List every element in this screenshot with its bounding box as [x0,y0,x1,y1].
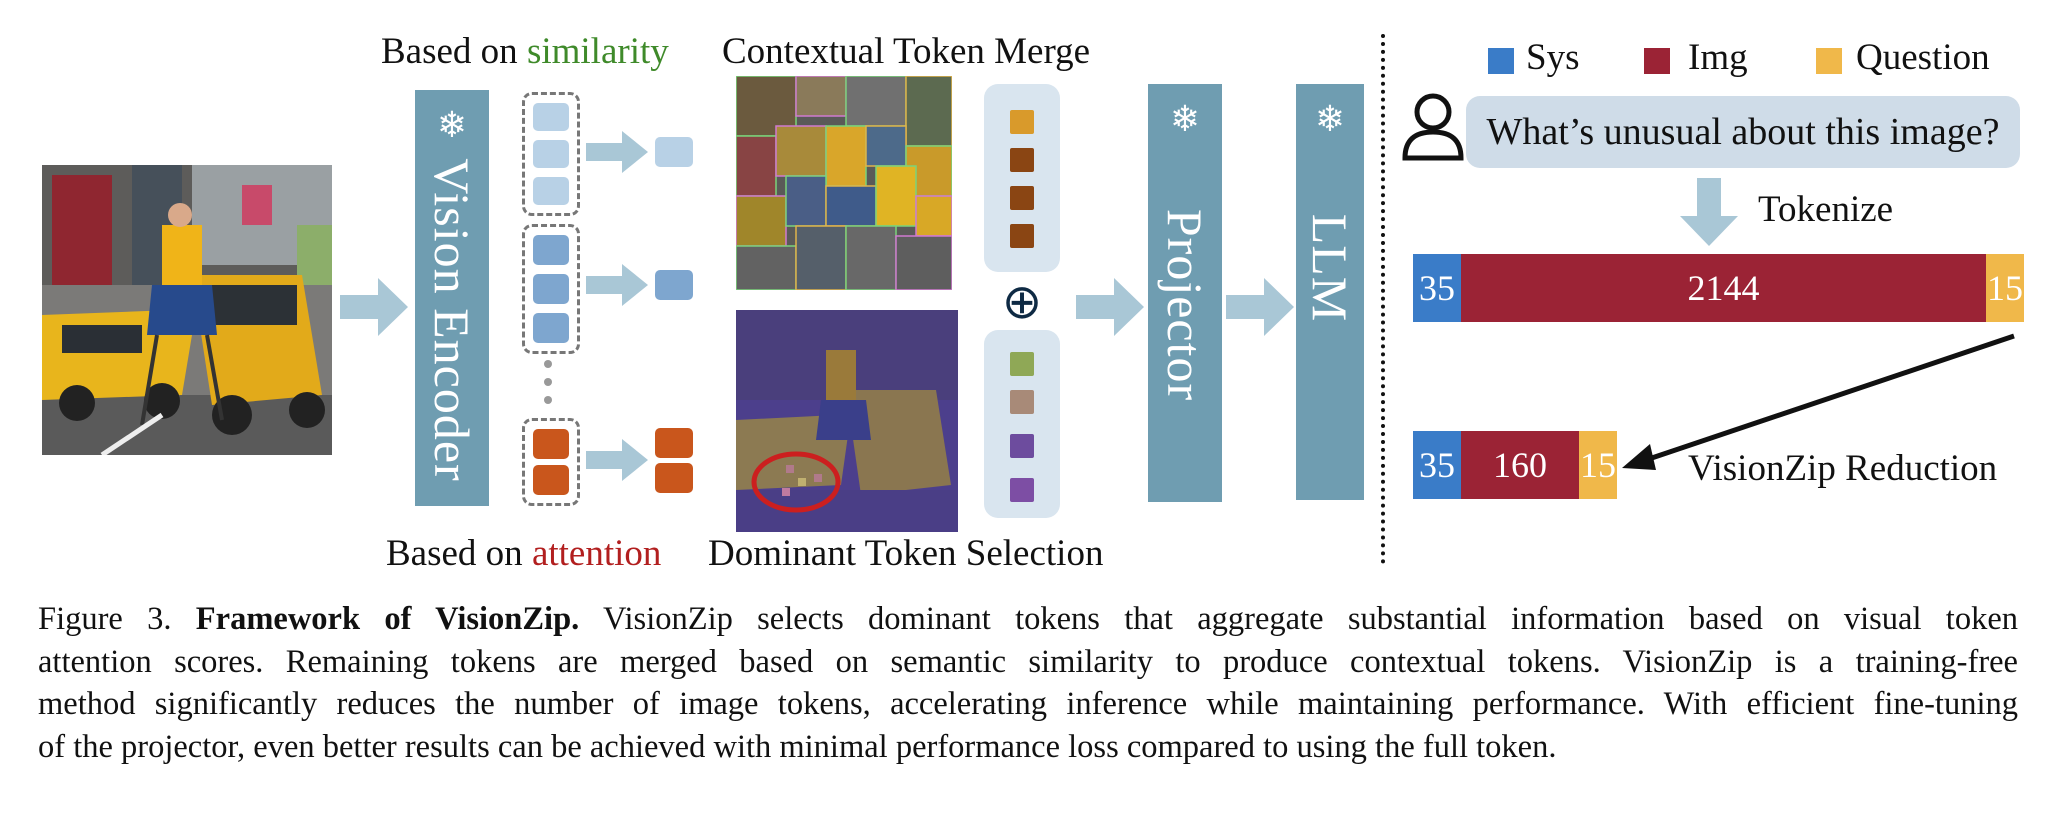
tokenize-label: Tokenize [1758,189,1894,230]
merged-panel-token-4 [1010,224,1034,248]
caption-line-3: method significantly reduces the number … [38,686,2018,722]
selected-panel-token-2 [1010,390,1034,414]
caption-line-4: of the projector, even better results ca… [38,728,1557,765]
dotted-divider [1381,34,1385,564]
contextual-token-merge-label: Contextual Token Merge [722,31,1091,72]
snowflake-icon: ❄ [436,105,468,146]
arrow-select [586,439,648,481]
tokenize-arrow [1680,178,1738,246]
caption-figure-number: Figure 3. [38,601,172,637]
token [533,274,569,304]
merged-panel-token-1 [1010,110,1034,134]
legend-swatch-question [1816,48,1842,74]
legend-label-img: Img [1688,37,1748,78]
reduced-bar-img: 160 [1461,431,1579,499]
full-bar-question: 15 [1986,254,2024,322]
selected-panel-token-1 [1010,352,1034,376]
legend-swatch-sys [1488,48,1514,74]
figure-caption: Figure 3. Framework of VisionZip. Vision… [38,598,2018,768]
legend-swatch-img [1644,48,1670,74]
selected-token-1 [655,428,693,458]
legend-label-sys: Sys [1526,37,1580,78]
visionzip-reduction-label: VisionZip Reduction [1688,448,1998,489]
arrow-to-encoder [340,278,408,336]
contextual-merge-mosaic [736,76,952,290]
selected-token-2 [655,463,693,493]
token [533,140,569,168]
snowflake-icon: ❄ [1169,99,1201,140]
llm-label: LLM [1302,213,1358,323]
dominant-selection-image [736,310,958,532]
merged-panel-token-2 [1010,148,1034,172]
merged-token-1 [655,137,693,167]
question-bubble: What’s unusual about this image? [1466,96,2020,168]
token [533,235,569,265]
arrow-to-llm [1226,278,1294,336]
legend-label-question: Question [1856,37,1990,78]
user-icon [1402,93,1464,161]
projector-label: Projector [1157,208,1213,402]
merged-token-2 [655,270,693,300]
plus-icon: ⊕ [1001,274,1043,330]
arrow-merge-1 [586,131,648,173]
snowflake-icon: ❄ [1314,99,1346,140]
token [533,429,569,459]
token [533,465,569,495]
vision-encoder-label: Vision Encoder [424,158,480,482]
vision-encoder-block: ❄ Vision Encoder [415,90,489,506]
selected-token-panel [984,330,1060,518]
token [533,177,569,205]
full-bar-sys: 35 [1413,254,1461,322]
merged-panel-token-3 [1010,186,1034,210]
reduced-bar-sys: 35 [1413,431,1461,499]
dominant-token-selection-label: Dominant Token Selection [708,533,1104,574]
based-on-attention-label: Based on attention [386,533,662,574]
caption-line-1-text: VisionZip selects dominant tokens that a… [603,601,2018,637]
selected-panel-token-4 [1010,478,1034,502]
token-group-2 [522,224,580,354]
full-bar-img: 2144 [1461,254,1986,322]
caption-title: Framework of VisionZip. [195,601,580,637]
arrow-to-projector [1076,278,1144,336]
based-on-similarity-label: Based on similarity [381,31,669,72]
arrow-merge-2 [586,264,648,306]
token [533,103,569,131]
figure: ❄ Vision Encoder Based on similarity Bas… [42,31,2024,574]
selected-panel-token-3 [1010,434,1034,458]
input-image [42,165,332,455]
projector-block: ❄ Projector [1148,84,1222,502]
caption-line-1: Figure 3. Framework of VisionZip. Vision… [38,598,2018,641]
token-group-attention [522,418,580,506]
token [533,313,569,343]
caption-line-2: attention scores. Remaining tokens are m… [38,643,2018,680]
llm-block: ❄ LLM [1296,84,1364,500]
reduced-bar-question: 15 [1579,431,1617,499]
merged-token-panel [984,84,1060,272]
reduction-arrow [1622,333,2015,470]
ellipsis-dots [544,360,552,404]
token-group-1 [522,92,580,216]
